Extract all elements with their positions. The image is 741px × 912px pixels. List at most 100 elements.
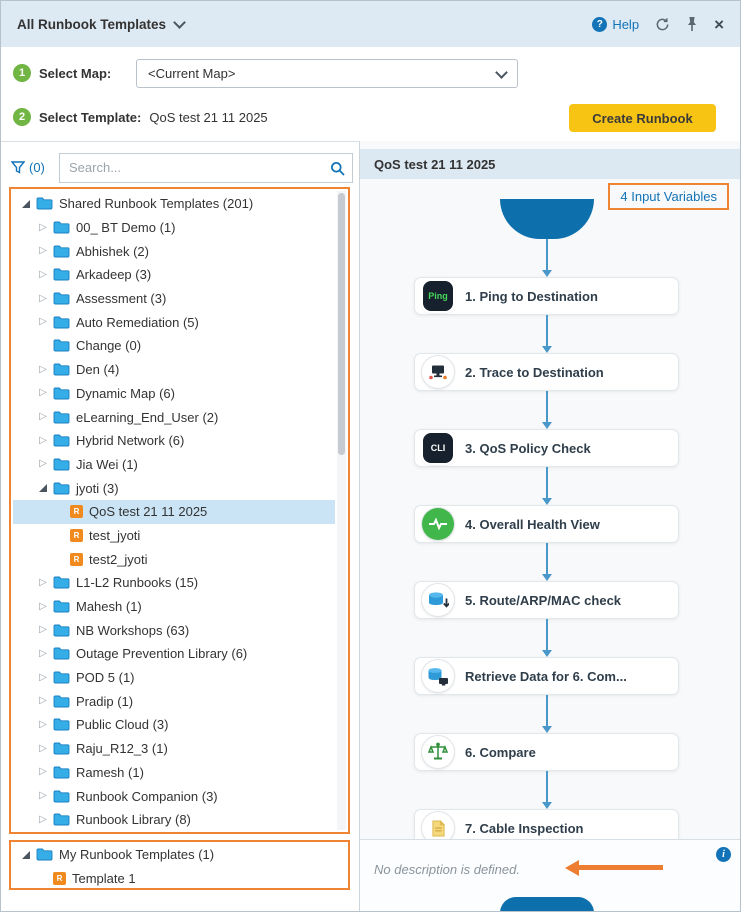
expand-toggle-icon[interactable]: ▷ — [39, 766, 47, 778]
tree-item-label: Assessment (3) — [76, 291, 167, 307]
help-button[interactable]: ? Help — [592, 16, 639, 32]
folder-icon — [36, 848, 53, 861]
tree-folder-row[interactable]: ▷ 00_ BT Demo (1) — [13, 216, 335, 240]
tree-folder-row[interactable]: ▷Dynamic Map (6) — [13, 382, 335, 406]
folder-icon — [36, 197, 53, 210]
flow-node[interactable]: 4. Overall Health View — [414, 505, 679, 543]
flow-arrow-icon — [541, 619, 552, 657]
tree-item-label: Mahesh (1) — [76, 599, 142, 615]
tree-folder-row[interactable]: ▷Ramesh (1) — [13, 761, 335, 785]
tree-folder-row[interactable]: ▷Runbook Library (8) — [13, 808, 335, 830]
expand-toggle-icon[interactable]: ▷ — [39, 221, 47, 233]
tree-item-label: NB Workshops (63) — [76, 622, 190, 638]
expand-toggle-icon[interactable]: ▷ — [39, 624, 47, 636]
folder-icon — [53, 245, 70, 258]
expand-toggle-icon[interactable]: ▷ — [39, 292, 47, 304]
tree-item-label: POD 5 (1) — [76, 670, 135, 686]
expand-toggle-icon[interactable]: ▷ — [39, 742, 47, 754]
tree-folder-row[interactable]: My Runbook Templates (1) — [13, 843, 346, 867]
ping-icon: Ping — [421, 279, 455, 313]
close-icon[interactable]: × — [714, 14, 724, 34]
tree-folder-row[interactable]: Change (0) — [13, 334, 335, 358]
collapse-toggle-icon[interactable] — [36, 484, 50, 493]
chevron-down-icon[interactable] — [173, 16, 186, 29]
scrollbar[interactable] — [337, 191, 346, 830]
tree-folder-row[interactable]: ▷ POD 5 (1) — [13, 666, 335, 690]
tree-folder-row[interactable]: ▷ Assessment (3) — [13, 287, 335, 311]
flow-node[interactable]: 6. Compare — [414, 733, 679, 771]
flow-node-label: 7. Cable Inspection — [465, 820, 584, 836]
create-runbook-button[interactable]: Create Runbook — [569, 104, 716, 132]
flow-node-label: Retrieve Data for 6. Com... — [465, 668, 627, 684]
flow-node[interactable]: Retrieve Data for 6. Com... — [414, 657, 679, 695]
expand-toggle-icon[interactable]: ▷ — [39, 813, 47, 825]
health-icon — [421, 507, 455, 541]
pin-icon[interactable] — [686, 16, 698, 32]
expand-toggle-icon[interactable]: ▷ — [39, 387, 47, 399]
flow-node[interactable]: 5. Route/ARP/MAC check — [414, 581, 679, 619]
expand-toggle-icon[interactable]: ▷ — [39, 268, 47, 280]
tree-folder-row[interactable]: ▷Public Cloud (3) — [13, 713, 335, 737]
expand-toggle-icon[interactable]: ▷ — [39, 695, 47, 707]
expand-toggle-icon[interactable]: ▷ — [39, 458, 47, 470]
flow-node-label: 5. Route/ARP/MAC check — [465, 592, 622, 608]
tree-folder-row[interactable]: ▷ NB Workshops (63) — [13, 618, 335, 642]
tree-item-label: Arkadeep (3) — [76, 267, 152, 283]
expand-toggle-icon[interactable]: ▷ — [39, 245, 47, 257]
expand-toggle-icon[interactable]: ▷ — [39, 363, 47, 375]
scrollbar-thumb[interactable] — [338, 193, 345, 455]
panel-title[interactable]: All Runbook Templates — [17, 16, 167, 32]
filter-button[interactable]: (0) — [11, 160, 59, 175]
expand-toggle-icon[interactable]: ▷ — [39, 647, 47, 659]
tree-folder-row[interactable]: ▷Den (4) — [13, 358, 335, 382]
expand-toggle-icon[interactable]: ▷ — [39, 316, 47, 328]
map-select[interactable]: <Current Map> — [136, 59, 518, 88]
tree-folder-row[interactable]: ▷ Arkadeep (3) — [13, 263, 335, 287]
tree-folder-row[interactable]: ▷Outage Prevention Library (6) — [13, 642, 335, 666]
folder-icon — [53, 742, 70, 755]
tree-folder-row[interactable]: jyoti (3) — [13, 476, 335, 500]
tree-folder-row[interactable]: ▷ Mahesh (1) — [13, 595, 335, 619]
tree-folder-row[interactable]: ▷Runbook Companion (3) — [13, 784, 335, 808]
expand-toggle-icon[interactable]: ▷ — [39, 790, 47, 802]
tree-folder-row[interactable]: ▷ L1-L2 Runbooks (15) — [13, 571, 335, 595]
collapse-toggle-icon[interactable] — [19, 850, 33, 859]
end-node[interactable] — [500, 897, 594, 911]
search-input[interactable] — [60, 153, 352, 182]
template-preview-pane: QoS test 21 11 2025 4 Input Variables Pi… — [359, 141, 740, 911]
tree-folder-row[interactable]: ▷eLearning_End_User (2) — [13, 405, 335, 429]
start-node[interactable] — [499, 199, 594, 239]
refresh-icon[interactable] — [655, 17, 670, 32]
tree-folder-row[interactable]: ▷Pradip (1) — [13, 689, 335, 713]
tree-folder-row[interactable]: ▷ Auto Remediation (5) — [13, 310, 335, 334]
collapse-toggle-icon[interactable] — [19, 199, 33, 208]
filter-icon — [11, 161, 25, 174]
search-icon[interactable] — [330, 161, 345, 179]
info-icon[interactable]: i — [716, 847, 731, 862]
runbook-template-icon: R — [53, 872, 66, 886]
expand-toggle-icon[interactable]: ▷ — [39, 671, 47, 683]
tree-folder-row[interactable]: ▷Hybrid Network (6) — [13, 429, 335, 453]
expand-toggle-icon[interactable]: ▷ — [39, 576, 47, 588]
tree-item-label: L1-L2 Runbooks (15) — [76, 575, 199, 591]
tree-item-label: Auto Remediation (5) — [76, 314, 199, 330]
tree-folder-row[interactable]: ▷Raju_R12_3 (1) — [13, 737, 335, 761]
tree-folder-row[interactable]: Shared Runbook Templates (201) — [13, 192, 335, 216]
flow-node[interactable]: 2. Trace to Destination — [414, 353, 679, 391]
expand-toggle-icon[interactable]: ▷ — [39, 718, 47, 730]
tree-item-label: jyoti (3) — [76, 480, 119, 496]
tree-folder-row[interactable]: ▷Jia Wei (1) — [13, 453, 335, 477]
tree-folder-row[interactable]: ▷Abhishek (2) — [13, 239, 335, 263]
tree-item-label: 00_ BT Demo (1) — [76, 220, 176, 236]
expand-toggle-icon[interactable]: ▷ — [39, 411, 47, 423]
expand-toggle-icon[interactable]: ▷ — [39, 600, 47, 612]
expand-toggle-icon[interactable]: ▷ — [39, 434, 47, 446]
input-variables-link[interactable]: 4 Input Variables — [608, 183, 729, 210]
